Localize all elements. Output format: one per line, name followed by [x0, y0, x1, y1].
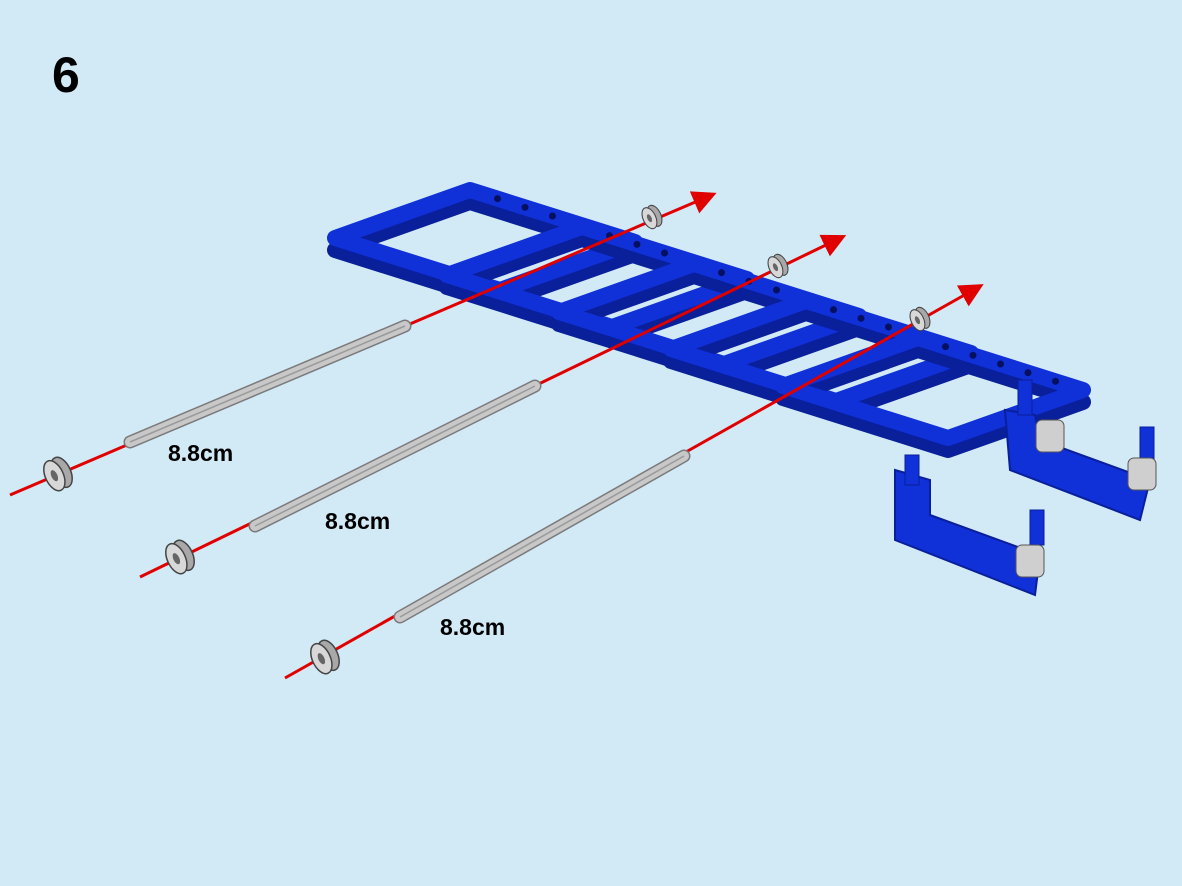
bushing: [641, 204, 663, 230]
beam-hole: [549, 212, 556, 220]
beam-hole: [661, 249, 668, 257]
bushing-hole: [772, 263, 779, 272]
bushing: [767, 253, 789, 279]
pin: [1029, 509, 1045, 546]
beam-hole: [942, 343, 949, 351]
beam-hole: [969, 351, 977, 359]
axle-length-label-3: 8.8cm: [440, 614, 506, 640]
beam-hole: [718, 269, 725, 277]
pin: [1017, 379, 1033, 416]
axle-groove: [254, 385, 536, 527]
bushing-hole: [317, 653, 326, 665]
step-number: 6: [52, 47, 80, 103]
bushing-hole: [50, 470, 59, 482]
beam-hole: [1024, 369, 1032, 377]
beam-hole: [830, 306, 837, 314]
beam-hole: [1052, 377, 1059, 385]
bushing: [310, 639, 340, 675]
axle-length-label-2: 8.8cm: [325, 508, 391, 534]
bushing: [165, 539, 195, 575]
beam-hole: [633, 240, 641, 248]
axles: [123, 319, 691, 624]
beam-hole: [997, 360, 1004, 368]
beam-hole: [521, 203, 529, 211]
beam-frames: [327, 182, 1091, 458]
bushing-grey: [1015, 544, 1045, 578]
l-beams: [894, 379, 1157, 597]
bushing-grey: [1035, 419, 1065, 453]
axle-length-label-1: 8.8cm: [168, 440, 234, 466]
pin: [904, 454, 920, 486]
bushing-hole: [172, 553, 181, 565]
axle-groove: [129, 325, 406, 443]
beam-hole: [885, 323, 892, 331]
beam-hole: [494, 195, 501, 203]
beam-hole: [773, 286, 780, 294]
bushing: [909, 306, 931, 332]
pin: [1139, 426, 1155, 463]
bushing-grey: [1127, 457, 1157, 491]
bushing: [43, 456, 73, 492]
bushing-hole: [914, 316, 921, 325]
bushing-hole: [646, 214, 653, 223]
axle-groove: [399, 455, 685, 618]
beam-hole: [857, 314, 865, 322]
bushings: [43, 204, 931, 675]
